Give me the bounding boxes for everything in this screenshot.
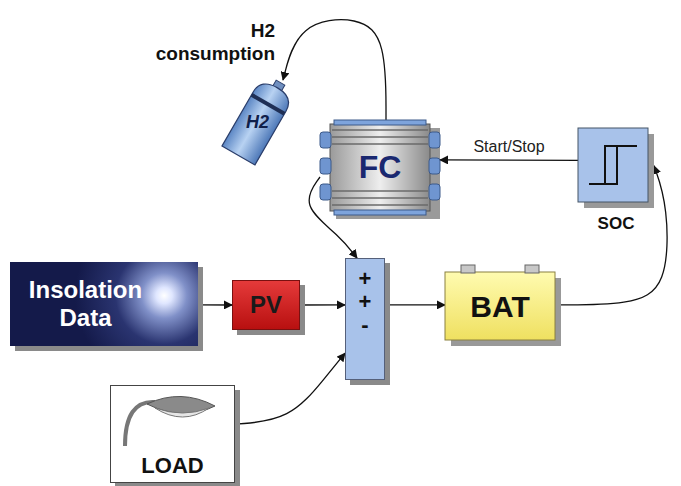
text-holder: Insolation Data (10, 262, 198, 346)
node-text: H2 (246, 112, 269, 133)
connector-arrow (300, 304, 345, 305)
summing-junction: ++- (345, 258, 385, 380)
connector-arrow (198, 304, 232, 305)
text-holder: LOAD (111, 386, 234, 482)
connector-arrow (385, 304, 445, 305)
text-holder: PV (233, 281, 299, 329)
soc-controller: SOC (578, 128, 654, 236)
pv-box: PV (232, 280, 300, 330)
connector-arrow (440, 159, 578, 161)
node-text: + (359, 267, 372, 290)
text-holder: BAT (445, 262, 555, 340)
art (125, 396, 215, 446)
node-text: PV (250, 291, 282, 319)
node-text: FC (359, 149, 402, 186)
node-text: SOC (598, 214, 635, 234)
art (445, 265, 561, 346)
node-text: Insolation Data (18, 276, 153, 331)
battery: BAT (445, 262, 555, 340)
edge-label: Start/Stop (471, 137, 546, 156)
consumption-label: H2 consumption (135, 20, 275, 66)
insolation-data-box: Insolation Data (10, 262, 198, 346)
text-holder: H2 (215, 80, 300, 165)
node-text: - (361, 313, 368, 336)
art (578, 128, 654, 208)
text-holder: ++- (346, 259, 384, 379)
art (222, 73, 297, 165)
gas-cylinder: H2 (215, 80, 300, 165)
art (320, 120, 440, 219)
text-holder: FC (320, 120, 440, 215)
fuel-cell: FC (320, 120, 440, 215)
node-text: BAT (470, 290, 529, 325)
text-holder: SOC (578, 128, 654, 236)
load-box: LOAD (110, 385, 235, 483)
connector-arrow (235, 353, 345, 424)
node-text: LOAD (141, 453, 203, 478)
connector-arrow (283, 20, 386, 120)
node-text: + (359, 290, 372, 313)
